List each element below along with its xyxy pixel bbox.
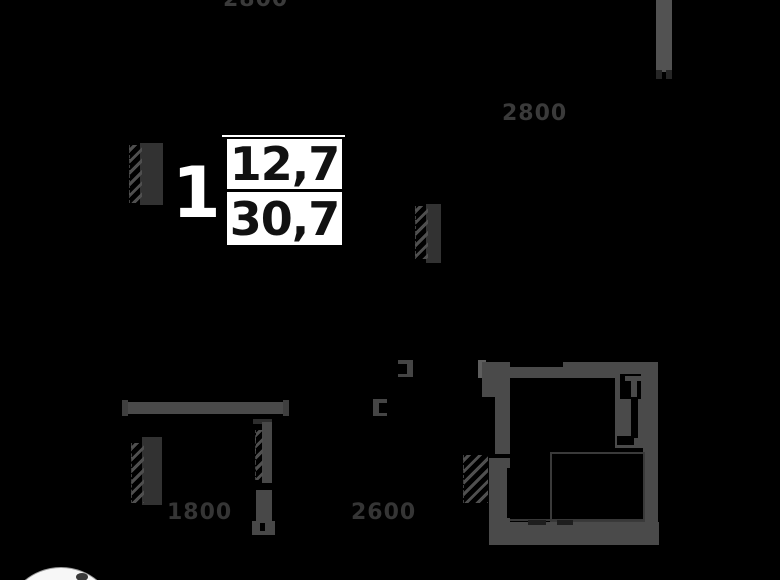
dim-label-upper-right: 2800 (502, 101, 568, 126)
area-box-topline (222, 135, 345, 137)
wall-partition-upper (262, 422, 272, 483)
interior-line (510, 519, 643, 521)
interior-outline (550, 452, 645, 522)
wall-room-right (643, 362, 658, 545)
window-glazing-middle (415, 206, 428, 259)
wall-end-tick (283, 400, 289, 416)
unit-number: 1 (172, 152, 221, 234)
window-glazing-bottom-left (131, 443, 144, 503)
door-bracket-notch (398, 364, 407, 374)
wall-inner-line (507, 468, 510, 518)
logo-badge (4, 567, 118, 580)
wall-notch (260, 523, 265, 531)
wall-room-left-mid (495, 397, 510, 454)
wall-room-left-upper (482, 362, 510, 397)
wall-partition-lower (256, 490, 272, 523)
wall-recess (507, 362, 563, 367)
dim-label-bottom-center: 2600 (351, 500, 417, 525)
wall-hallway-top (124, 402, 289, 414)
window-sill-top-left (140, 143, 163, 205)
duct-fixture (625, 376, 641, 381)
total-area-value: 30,7 (227, 192, 342, 246)
wall-room-left-lower (489, 458, 510, 523)
window-glazing-top-left (129, 145, 142, 203)
duct-notch (617, 436, 634, 445)
dim-label-top: 2800 (223, 0, 288, 11)
wall-top-right (656, 0, 672, 72)
threshold-tick (557, 520, 573, 525)
wall-tick (656, 70, 662, 79)
window-sill-bottom-left (142, 437, 162, 505)
dim-label-bottom-left: 1800 (167, 500, 233, 525)
wall-tick (666, 70, 672, 79)
window-sill-middle (426, 204, 441, 263)
living-area-value: 12,7 (227, 137, 342, 191)
area-box-divider (227, 189, 342, 192)
logo-badge-dot (76, 573, 88, 580)
door-bracket-notch (379, 403, 387, 413)
door-leaf-hatch (255, 430, 263, 480)
threshold-tick (528, 520, 546, 525)
wall-room-bottom (489, 522, 659, 545)
wall-end-tick (122, 400, 128, 416)
duct-slot (631, 399, 638, 438)
duct-fixture (631, 381, 637, 397)
window-glazing-right-room (463, 455, 488, 503)
wall-tick (253, 419, 272, 424)
